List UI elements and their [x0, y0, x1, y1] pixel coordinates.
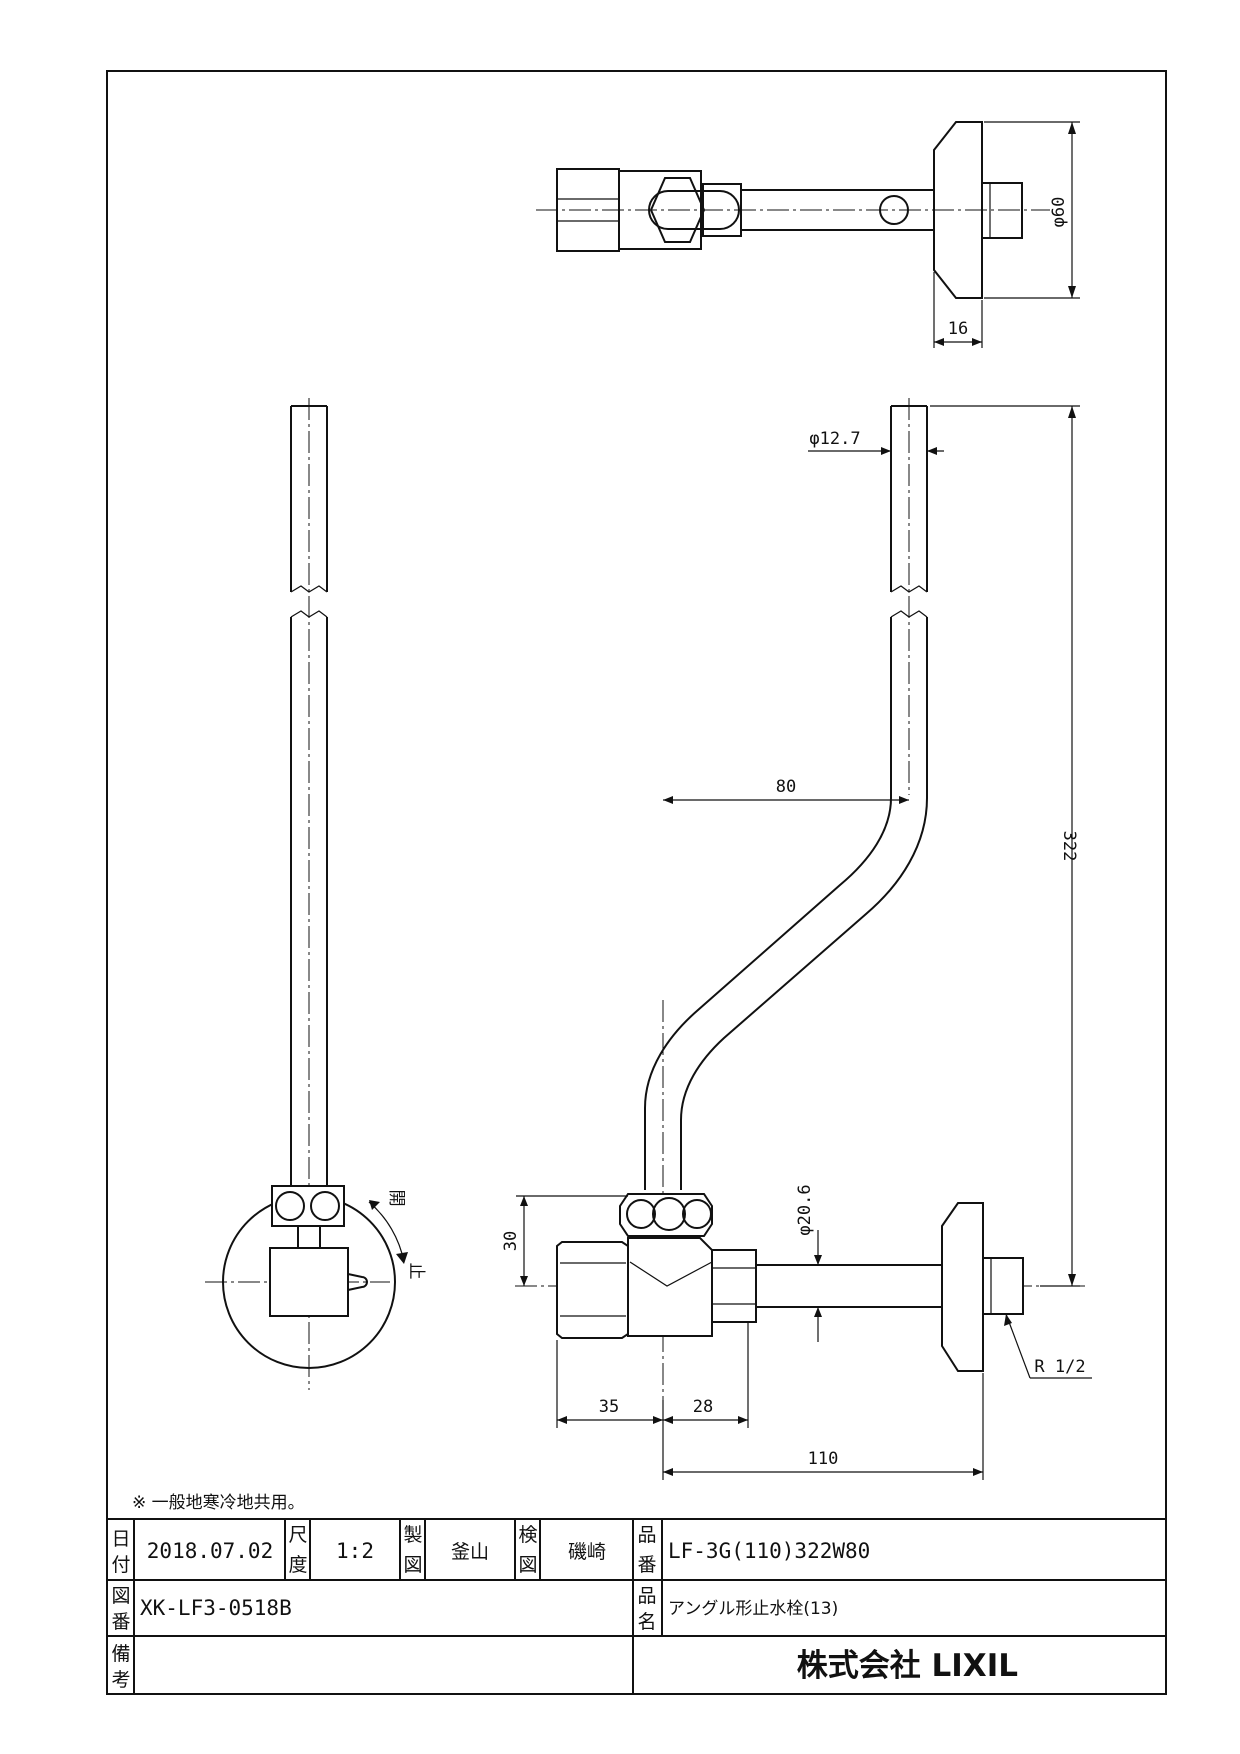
product-label-top: 品 — [637, 1585, 656, 1607]
drawing-no-label-top: 図 — [111, 1585, 130, 1607]
rotation-close-label: 止 — [406, 1263, 426, 1280]
part-no-label-top: 品 — [637, 1524, 656, 1546]
drawing-no-value: XK-LF3-0518B — [140, 1596, 292, 1620]
title-block: 日 付 尺 度 製 図 検 図 品 番 図 番 品 名 備 考 2018.07.… — [107, 1518, 1166, 1694]
date-label-bottom: 付 — [111, 1554, 130, 1576]
drawing-no-label-bottom: 番 — [111, 1611, 130, 1633]
checked-by-value: 磯崎 — [568, 1541, 606, 1563]
dim-pipe-diameter: φ12.7 — [809, 429, 860, 449]
sheet-border — [106, 70, 1167, 1695]
remarks-label-top: 備 — [111, 1643, 130, 1665]
part-no-value: LF-3G(110)322W80 — [668, 1539, 870, 1563]
dim-body-length: 28 — [693, 1397, 713, 1417]
scale-label-top: 尺 — [288, 1524, 307, 1546]
checked-label-bottom: 図 — [518, 1554, 537, 1576]
note-text: ※ 一般地寒冷地共用。 — [132, 1493, 305, 1513]
dim-handle-length: 35 — [599, 1397, 619, 1417]
remarks-label-bottom: 考 — [111, 1669, 130, 1691]
part-no-label-bottom: 番 — [637, 1554, 656, 1576]
scale-value: 1:2 — [336, 1539, 374, 1563]
drawn-label-top: 製 — [403, 1524, 422, 1546]
dim-flange-diameter: φ60 — [1049, 197, 1069, 228]
front-view: φ12.7 322 80 30 φ20.6 R 1/2 — [501, 398, 1092, 1480]
drawn-by-value: 釜山 — [451, 1541, 489, 1563]
date-label-top: 日 — [111, 1528, 130, 1550]
product-name-value: アングル形止水栓(13) — [668, 1599, 838, 1619]
scale-label-bottom: 度 — [288, 1554, 307, 1576]
company-logo: 株式会社 LIXIL — [797, 1648, 1018, 1684]
dim-offset: 80 — [776, 777, 796, 797]
dim-overall-height: 322 — [1059, 831, 1079, 862]
dim-nut-height: 30 — [501, 1231, 521, 1251]
dim-body-diameter: φ20.6 — [795, 1184, 815, 1235]
side-view: 開 止 — [205, 398, 426, 1390]
top-view: φ60 16 — [536, 121, 1080, 348]
drawn-label-bottom: 図 — [403, 1554, 422, 1576]
rotation-open-label: 開 — [386, 1190, 406, 1207]
dim-projection: 110 — [808, 1449, 839, 1469]
checked-label-top: 検 — [518, 1524, 537, 1546]
product-label-bottom: 名 — [637, 1611, 656, 1633]
date-value: 2018.07.02 — [147, 1539, 273, 1563]
thread-spec: R 1/2 — [1034, 1357, 1085, 1377]
dim-flange-thickness: 16 — [948, 319, 968, 339]
